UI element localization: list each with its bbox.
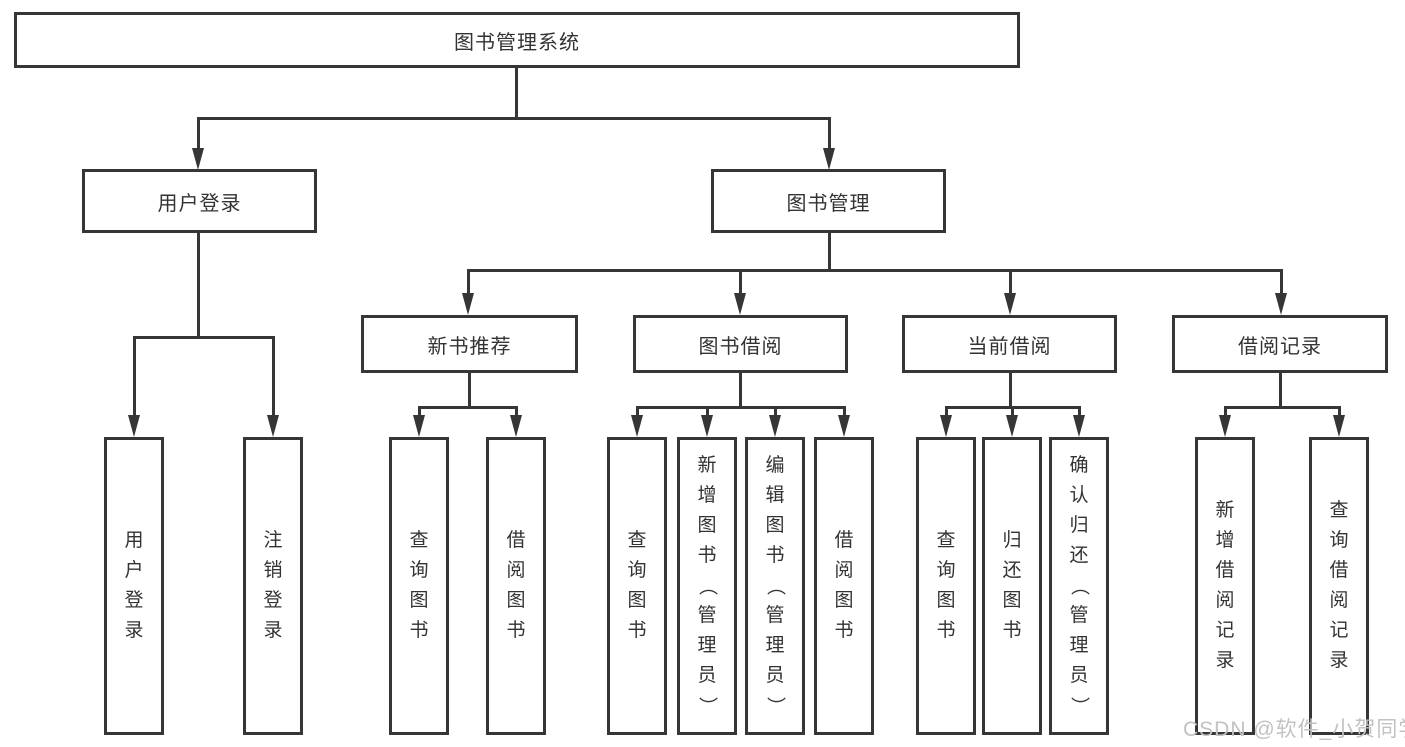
connector-line [843, 406, 846, 418]
connector-line [197, 117, 200, 152]
arrow-down-icon [1004, 293, 1016, 315]
leaf-query-books-2: 查询图书 [607, 437, 667, 735]
leaf-label: 确认归还（管理员） [1068, 455, 1090, 716]
connector-line [1078, 406, 1081, 418]
arrow-down-icon [1006, 415, 1018, 437]
leaf-label: 借阅图书 [506, 530, 526, 641]
connector-line [418, 406, 421, 418]
arrow-down-icon [823, 148, 835, 170]
connector-line [706, 406, 709, 418]
node-label: 新书推荐 [427, 335, 512, 358]
leaf-query-borrow-record: 查询借阅记录 [1309, 437, 1369, 735]
connector-line [828, 233, 831, 270]
node-book-borrowing: 图书借阅 [633, 315, 848, 373]
arrow-down-icon [631, 415, 643, 437]
leaf-label: 查询图书 [409, 530, 429, 641]
connector-line [1224, 406, 1341, 409]
node-current-borrowing: 当前借阅 [902, 315, 1117, 373]
leaf-label: 查询借阅记录 [1329, 500, 1349, 671]
leaf-return-books: 归还图书 [982, 437, 1042, 735]
connector-line [515, 406, 518, 418]
connector-line [636, 406, 639, 418]
node-label: 借阅记录 [1238, 335, 1322, 358]
leaf-add-books-admin: 新增图书（管理员） [677, 437, 737, 735]
connector-line [1011, 406, 1014, 418]
connector-line [467, 269, 470, 295]
leaf-label: 借阅图书 [834, 530, 854, 641]
arrow-down-icon [267, 415, 279, 437]
arrow-down-icon [1333, 415, 1345, 437]
arrow-down-icon [769, 415, 781, 437]
leaf-label: 用户登录 [124, 530, 144, 641]
connector-line [1009, 371, 1012, 407]
connector-line [418, 406, 518, 409]
connector-line [272, 336, 275, 418]
connector-line [467, 269, 1283, 272]
arrow-down-icon [510, 415, 522, 437]
leaf-add-borrow-record: 新增借阅记录 [1195, 437, 1255, 735]
arrow-down-icon [462, 293, 474, 315]
node-label: 当前借阅 [967, 335, 1052, 358]
leaf-label: 注销登录 [263, 530, 283, 641]
node-library-system: 图书管理系统 [14, 12, 1020, 68]
connector-line [133, 336, 275, 339]
leaf-label: 新增借阅记录 [1215, 500, 1235, 671]
arrow-down-icon [701, 415, 713, 437]
leaf-logout: 注销登录 [243, 437, 303, 735]
leaf-label: 查询图书 [627, 530, 647, 641]
leaf-label: 归还图书 [1002, 530, 1022, 641]
node-label: 图书管理 [786, 192, 871, 215]
connector-line [133, 336, 136, 418]
connector-line [1224, 406, 1227, 418]
connector-line [197, 233, 200, 337]
arrow-down-icon [1219, 415, 1231, 437]
connector-line [1280, 269, 1283, 295]
node-label: 图书借阅 [698, 335, 783, 358]
connector-line [739, 269, 742, 295]
leaf-borrow-books-1: 借阅图书 [486, 437, 546, 735]
connector-line [1338, 406, 1341, 418]
leaf-user-login: 用户登录 [104, 437, 164, 735]
node-borrow-records: 借阅记录 [1172, 315, 1388, 373]
connector-line [945, 406, 948, 418]
connector-line [1009, 269, 1012, 295]
leaf-edit-books-admin: 编辑图书（管理员） [745, 437, 805, 735]
leaf-label: 编辑图书（管理员） [764, 455, 786, 716]
arrow-down-icon [413, 415, 425, 437]
connector-line [197, 117, 831, 120]
node-book-management: 图书管理 [711, 169, 946, 233]
arrow-down-icon [838, 415, 850, 437]
node-label: 用户登录 [157, 192, 242, 215]
connector-line [739, 371, 742, 407]
leaf-label: 查询图书 [936, 530, 956, 641]
connector-line [828, 117, 831, 152]
connector-line [1279, 371, 1282, 407]
arrow-down-icon [940, 415, 952, 437]
arrow-down-icon [734, 293, 746, 315]
connector-line [774, 406, 777, 418]
arrow-down-icon [1275, 293, 1287, 315]
leaf-label: 新增图书（管理员） [696, 455, 718, 716]
node-label: 图书管理系统 [454, 31, 580, 54]
leaf-query-books-3: 查询图书 [916, 437, 976, 735]
arrow-down-icon [192, 148, 204, 170]
leaf-query-books-1: 查询图书 [389, 437, 449, 735]
arrow-down-icon [1073, 415, 1085, 437]
arrow-down-icon [128, 415, 140, 437]
node-new-book-recommend: 新书推荐 [361, 315, 578, 373]
connector-line [636, 406, 846, 409]
watermark: CSDN @软件_小贺同学 [1183, 718, 1405, 741]
leaf-confirm-return-admin: 确认归还（管理员） [1049, 437, 1109, 735]
connector-line [515, 68, 518, 118]
leaf-borrow-books-2: 借阅图书 [814, 437, 874, 735]
connector-line [468, 371, 471, 407]
node-user-login: 用户登录 [82, 169, 317, 233]
